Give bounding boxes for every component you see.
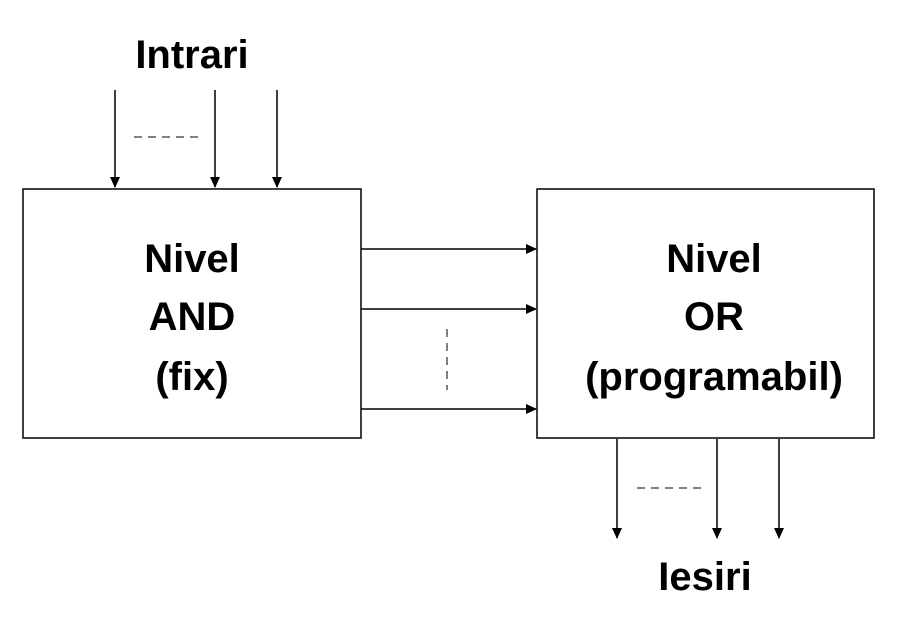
or-block-mode: (programabil) [585, 355, 843, 399]
and-block-mode: (fix) [155, 355, 228, 399]
outputs-label: Iesiri [658, 555, 751, 599]
and-block-title: Nivel [144, 237, 240, 281]
or-block-type: OR [684, 295, 744, 339]
or-block [536, 188, 875, 439]
and-block-type: AND [149, 295, 236, 339]
and-block [22, 188, 362, 439]
or-block-title: Nivel [666, 237, 762, 281]
inputs-label: Intrari [135, 33, 248, 77]
